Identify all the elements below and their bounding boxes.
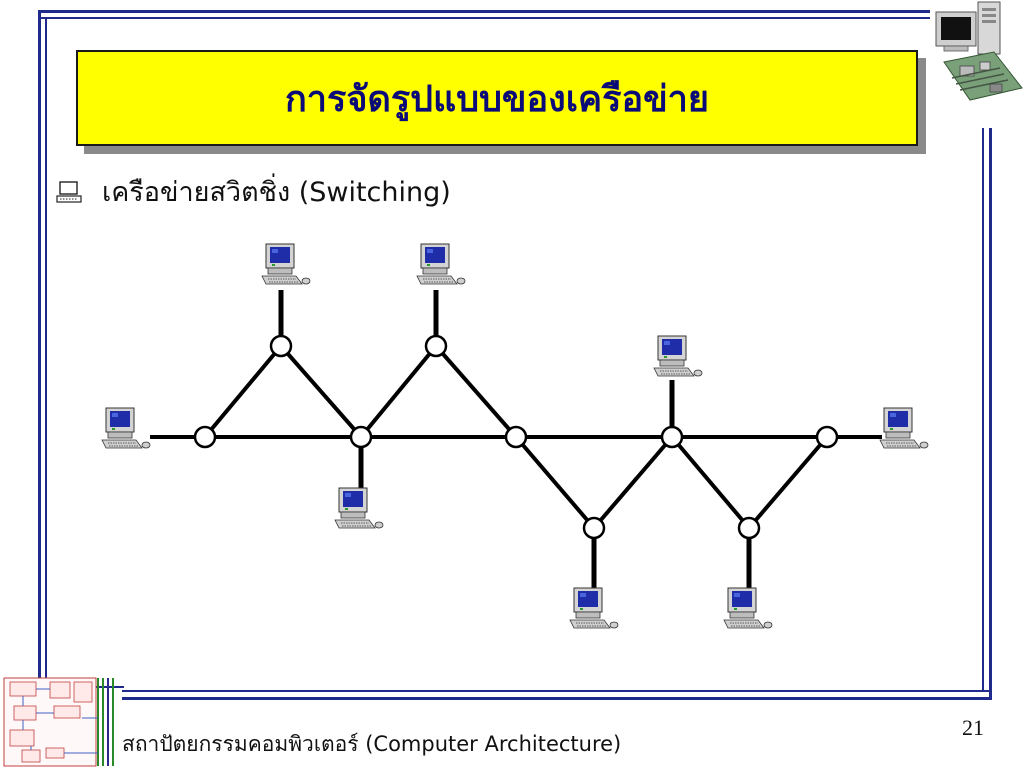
switch-node-9 [737, 516, 761, 540]
frame-top-line-1 [38, 10, 930, 13]
bullet-text: เครือข่ายสวิตชิ่ง (Switching) [102, 177, 451, 208]
computer-icon [261, 243, 311, 285]
computer-icon [416, 243, 466, 285]
link-t2-right [434, 344, 518, 439]
frame-right-line-2 [989, 128, 992, 700]
switch-node-4 [349, 425, 373, 449]
link-t1-right [279, 344, 363, 439]
frame-right-line-1 [982, 128, 984, 692]
footer-text: สถาปัตยกรรมคอมพิวเตอร์ (Computer Archite… [122, 732, 622, 756]
computer-icon [101, 407, 151, 449]
page-title: การจัดรูปแบบของเครือข่าย [285, 78, 709, 120]
computer-icon [879, 407, 929, 449]
page-number: 21 [962, 715, 984, 740]
switch-node-7 [815, 425, 839, 449]
computer-icon [653, 335, 703, 377]
link-t2-left [359, 344, 438, 439]
link-b1-left [514, 435, 596, 530]
title-box: การจัดรูปแบบของเครือข่าย [76, 50, 918, 146]
switch-node-8 [582, 516, 606, 540]
frame-bottom-line-1 [122, 690, 991, 692]
block-diagram-icon [3, 677, 114, 767]
switch-node-2 [424, 334, 448, 358]
bullet-row: เครือข่ายสวิตชิ่ง (Switching) [56, 170, 451, 213]
switch-node-6 [660, 425, 684, 449]
frame-top-line-2 [38, 17, 930, 19]
link-b1-right [592, 435, 674, 530]
frame-left-line-2 [45, 17, 47, 689]
computer-icon [723, 587, 773, 629]
frame-bottom-line-2 [122, 697, 992, 700]
link-b2-left [670, 435, 751, 530]
computer-icon [334, 487, 384, 529]
computer-bullet-icon [56, 180, 82, 203]
pc-hardware-icon [935, 1, 1023, 101]
link-b2-right [747, 435, 829, 530]
switch-node-3 [193, 425, 217, 449]
computer-icon [569, 587, 619, 629]
link-t1-left [203, 344, 283, 439]
switch-node-5 [504, 425, 528, 449]
frame-left-line-1 [38, 10, 41, 692]
switch-node-1 [269, 334, 293, 358]
switch-nodes [193, 334, 839, 540]
